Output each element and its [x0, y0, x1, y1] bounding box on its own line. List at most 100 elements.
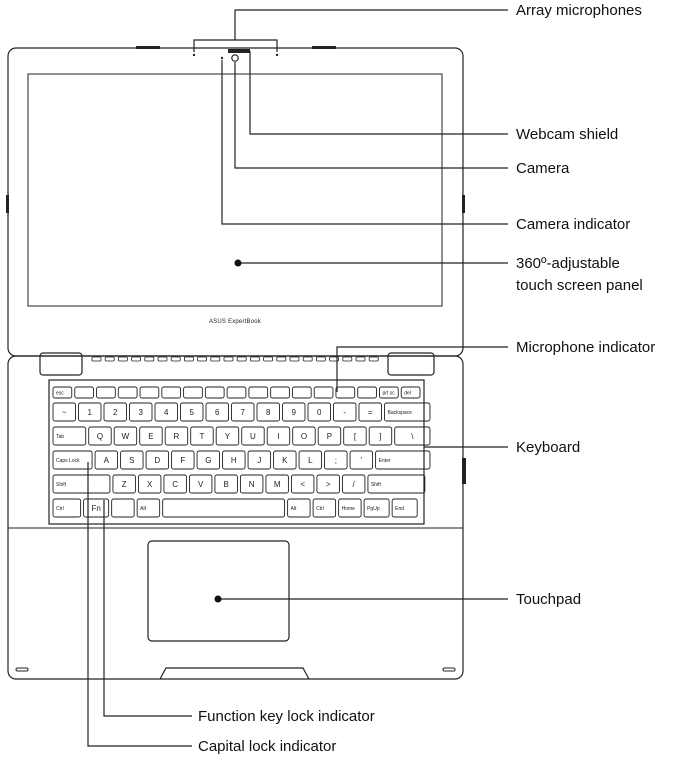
label-camera-indicator: Camera indicator: [516, 216, 630, 233]
svg-text:=: =: [368, 408, 373, 417]
lid-side-notch-right: [462, 195, 465, 213]
svg-text:Q: Q: [97, 432, 103, 441]
key-r427-8: I: [266, 426, 291, 446]
key-r451-11: ': [349, 450, 374, 470]
svg-text:<: <: [300, 480, 305, 489]
key-r475-6: N: [239, 474, 264, 494]
svg-text:8: 8: [266, 408, 271, 417]
svg-text:Shift: Shift: [56, 482, 67, 488]
key-r475-5: B: [214, 474, 238, 494]
key-r451-9: L: [298, 450, 323, 470]
svg-text:5: 5: [190, 408, 195, 417]
svg-text:E: E: [148, 432, 153, 441]
svg-text:7: 7: [241, 408, 246, 417]
svg-text:T: T: [200, 432, 205, 441]
svg-text:\: \: [411, 432, 414, 441]
svg-text:H: H: [231, 456, 237, 465]
key-fn-14: [357, 386, 377, 399]
svg-text:Shift: Shift: [371, 482, 382, 488]
svg-text:Alt: Alt: [140, 506, 146, 512]
key-r5-8: PgUp: [363, 498, 390, 518]
svg-text:>: >: [326, 480, 331, 489]
key-r5-0: Ctrl: [52, 498, 82, 518]
hinge-vent: [197, 356, 208, 362]
hinge-vent: [210, 356, 221, 362]
hinge-vents: [91, 356, 379, 362]
svg-text:4: 4: [164, 408, 169, 417]
svg-text:': ': [361, 456, 363, 465]
svg-text:J: J: [257, 456, 261, 465]
key-r475-8: <: [290, 474, 315, 494]
key-r403-2: 2: [103, 402, 127, 422]
svg-text:End: End: [395, 506, 404, 512]
key-r5-7: Home: [338, 498, 362, 518]
key-r475-2: X: [137, 474, 162, 494]
svg-text:-: -: [343, 408, 346, 417]
key-fn-2: [96, 386, 116, 399]
key-r403-7: 7: [231, 402, 255, 422]
camera-indicator-dot: [220, 56, 224, 60]
svg-text:D: D: [154, 456, 160, 465]
svg-text:O: O: [301, 432, 307, 441]
key-fn-5: [161, 386, 182, 399]
base-side-port: [462, 458, 466, 484]
svg-text:Backspace: Backspace: [388, 410, 413, 416]
hinge-vent: [104, 356, 115, 362]
svg-text:W: W: [122, 432, 130, 441]
svg-text:N: N: [249, 480, 255, 489]
key-r427-7: U: [241, 426, 265, 446]
key-r5-9: End: [391, 498, 418, 518]
svg-text:0: 0: [317, 408, 322, 417]
hinge-vent: [289, 356, 300, 362]
svg-text:3: 3: [139, 408, 144, 417]
hinge-vent: [131, 356, 142, 362]
base-foot-right: [442, 667, 456, 672]
key-r451-7: J: [247, 450, 272, 470]
key-r403-3: 3: [129, 402, 153, 422]
svg-text:2: 2: [113, 408, 118, 417]
svg-text:~: ~: [62, 408, 67, 417]
key-r451-3: D: [145, 450, 170, 470]
svg-text:Ctrl: Ctrl: [316, 506, 324, 512]
key-r475-11: Shift: [367, 474, 426, 494]
leader-dots: [214, 259, 242, 603]
hinge-vent: [355, 356, 366, 362]
svg-text:L: L: [308, 456, 313, 465]
key-fn-3: [117, 386, 138, 399]
svg-text:I: I: [277, 432, 279, 441]
key-fn-13: [335, 386, 356, 399]
key-r475-10: /: [341, 474, 366, 494]
svg-text:1: 1: [88, 408, 93, 417]
key-r403-8: 8: [256, 402, 280, 422]
svg-text:;: ;: [335, 456, 337, 465]
key-r5-1: Fn: [83, 498, 110, 518]
key-r403-5: 5: [180, 402, 204, 422]
key-r475-1: Z: [112, 474, 136, 494]
hinge-vent: [144, 356, 155, 362]
hinge-vent: [170, 356, 181, 362]
svg-text:9: 9: [292, 408, 297, 417]
svg-text:]: ]: [379, 432, 381, 441]
key-fn-0: esc: [52, 386, 73, 399]
key-fn-16: del: [400, 386, 421, 399]
key-r451-1: A: [94, 450, 119, 470]
svg-text:Fn: Fn: [91, 504, 100, 513]
key-r475-7: M: [265, 474, 289, 494]
camera-lens: [231, 54, 239, 62]
svg-text:6: 6: [215, 408, 220, 417]
key-r475-4: V: [188, 474, 213, 494]
key-r475-3: C: [163, 474, 187, 494]
key-fn-15: prt sc: [379, 386, 399, 399]
key-r451-4: F: [171, 450, 195, 470]
hinge-vent: [236, 356, 247, 362]
label-touch-panel-line2: touch screen panel: [516, 277, 643, 294]
svg-text:S: S: [129, 456, 134, 465]
key-r5-2: [111, 498, 135, 518]
svg-text:A: A: [104, 456, 110, 465]
svg-text:K: K: [282, 456, 288, 465]
key-r427-6: Y: [215, 426, 240, 446]
key-fn-4: [139, 386, 160, 399]
hinge-vent: [157, 356, 168, 362]
label-keyboard: Keyboard: [516, 439, 580, 456]
